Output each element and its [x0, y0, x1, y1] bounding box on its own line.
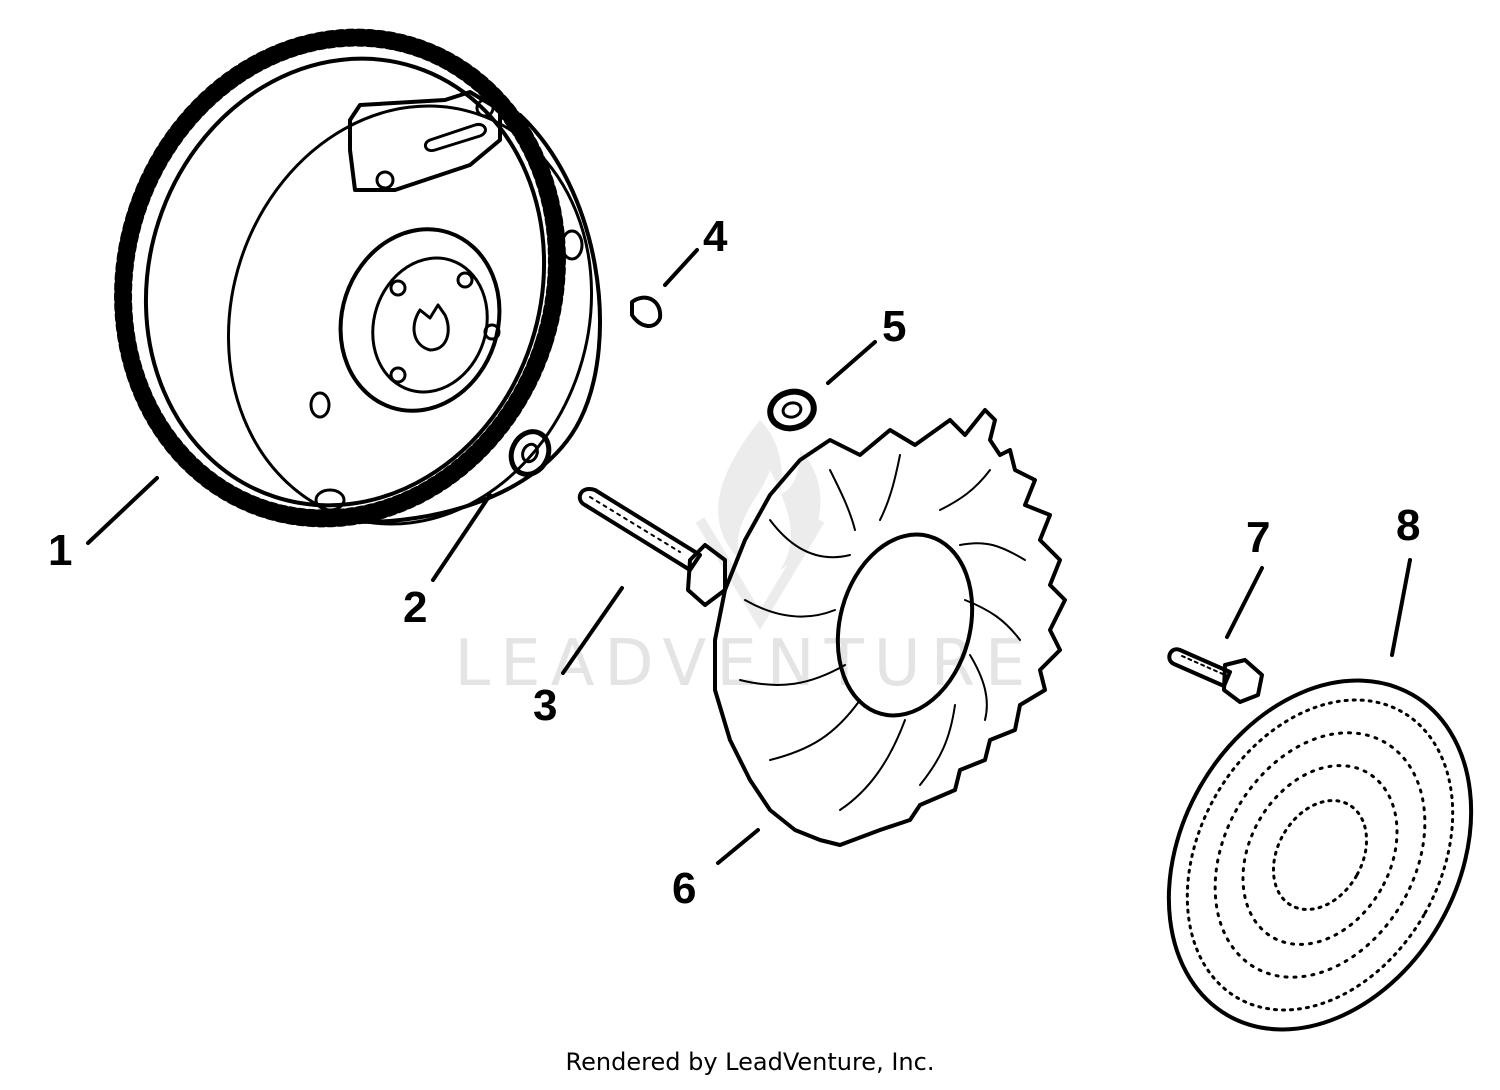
- callout-6: 6: [672, 864, 696, 913]
- leader-lines: [86, 248, 1412, 865]
- balance-hole-3: [314, 488, 346, 512]
- key-part: [630, 295, 663, 328]
- flywheel-hub: [338, 227, 502, 413]
- callout-3: 3: [533, 681, 557, 730]
- callout-labels: 1 2 3 4 5 6 7 8: [48, 212, 1420, 913]
- callout-1: 1: [48, 526, 72, 575]
- magnet-slot: [423, 122, 487, 153]
- callout-8: 8: [1396, 501, 1420, 550]
- balance-hole-1: [560, 229, 584, 261]
- flywheel-ring-gear: [114, 28, 566, 528]
- flywheel-part: [114, 28, 602, 528]
- fan-hub-hole: [835, 532, 975, 718]
- bolt-hex-head: [686, 543, 727, 607]
- watermark-text: LEADVENTURE: [455, 627, 1036, 701]
- screw-hex-head: [1222, 658, 1264, 704]
- screen-mesh: [1185, 698, 1455, 1012]
- washer-part: [508, 429, 552, 477]
- hub-hole-2: [456, 271, 474, 289]
- leadventure-watermark: LEADVENTURE: [455, 420, 1036, 701]
- nut-part: [767, 388, 817, 432]
- screw-part: [1167, 647, 1264, 704]
- flywheel-side: [328, 113, 602, 524]
- bolt-part: [577, 487, 727, 607]
- flywheel-keyway: [412, 303, 450, 352]
- hub-hole-4: [389, 366, 407, 384]
- hub-hole-1: [389, 279, 407, 297]
- render-credit: Rendered by LeadVenture, Inc.: [565, 1048, 935, 1076]
- hub-hole-3: [483, 323, 501, 341]
- magnet-rivet-1: [375, 170, 395, 190]
- screen-part: [1166, 678, 1474, 1032]
- flywheel-face: [226, 104, 594, 526]
- flywheel-hub-inner: [371, 256, 489, 394]
- callout-2: 2: [403, 583, 427, 632]
- callout-4: 4: [703, 212, 728, 261]
- fan-outline: [713, 408, 1067, 847]
- screen-outline: [1166, 678, 1474, 1032]
- balance-hole-2: [309, 391, 331, 419]
- flywheel-rim: [143, 56, 547, 508]
- callout-5: 5: [882, 302, 906, 351]
- watermark-flame-icon: [718, 420, 821, 570]
- flywheel-magnet-block: [348, 90, 502, 192]
- callout-7: 7: [1246, 513, 1270, 562]
- watermark-v-icon: [695, 517, 825, 630]
- fan-part: [713, 408, 1067, 847]
- magnet-rivet-2: [475, 98, 495, 118]
